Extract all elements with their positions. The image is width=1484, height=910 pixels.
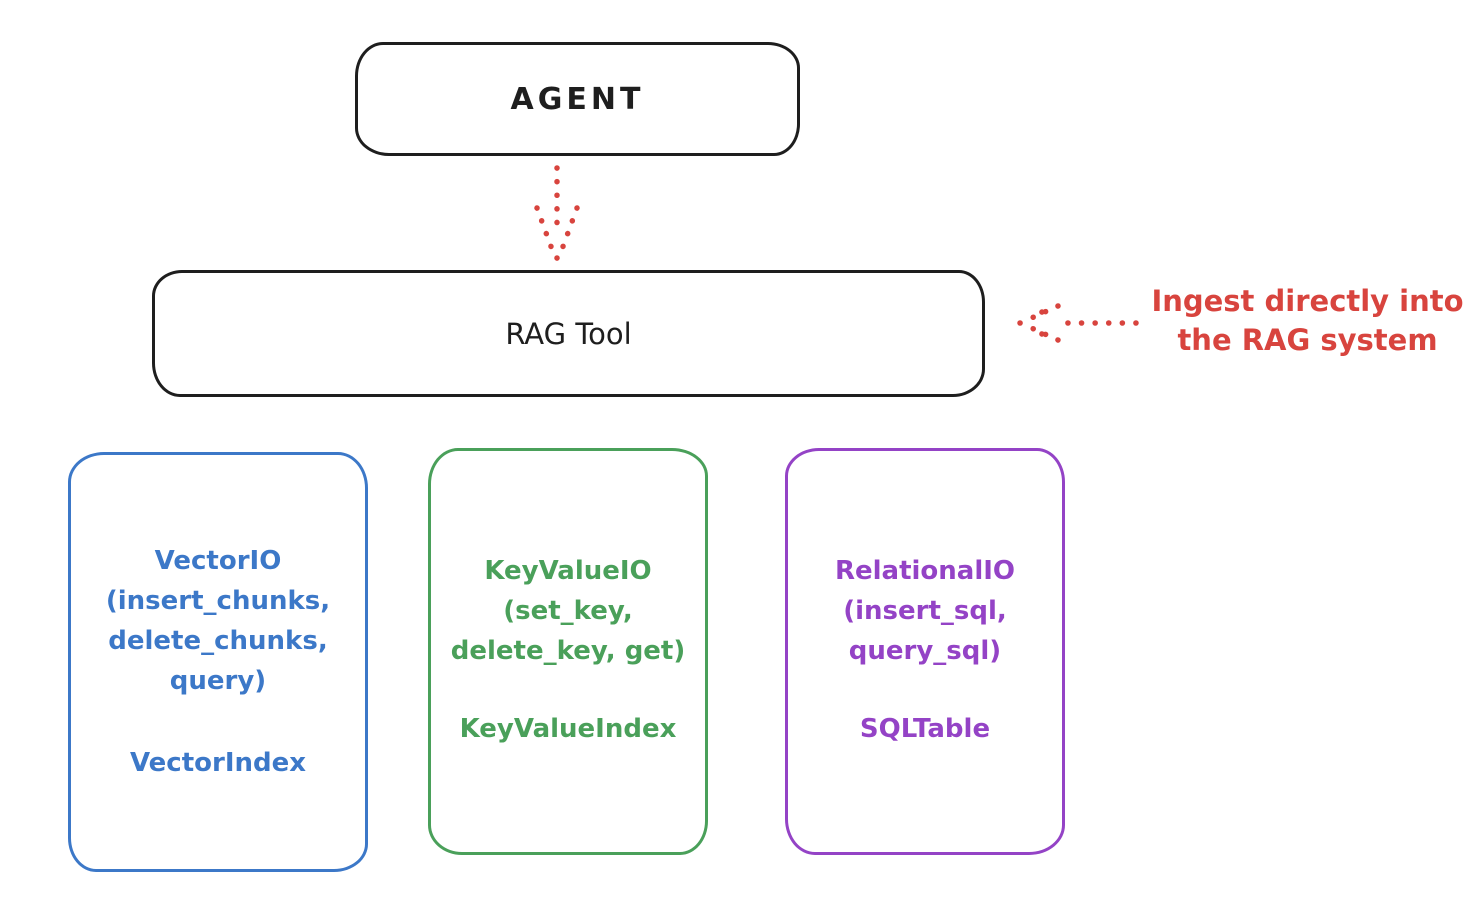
- relational-io-title: RelationalIO: [834, 556, 1016, 586]
- relational-io-methods-1: (insert_sql,: [843, 596, 1007, 626]
- rag-tool-label: RAG Tool: [505, 316, 632, 351]
- agent-node: AGENT: [355, 42, 800, 156]
- keyvalue-io-methods-1: (set_key,: [503, 596, 633, 626]
- vector-io-methods-2: delete_chunks,: [108, 626, 328, 656]
- keyvalue-io-title: KeyValueIO: [484, 556, 652, 586]
- keyvalue-index-label: KeyValueIndex: [459, 714, 677, 744]
- vector-io-methods-3: query): [169, 666, 267, 696]
- keyvalue-io-node: KeyValueIO (set_key, delete_key, get) Ke…: [428, 448, 708, 855]
- vector-io-title: VectorIO: [154, 546, 282, 576]
- vector-io-node: VectorIO (insert_chunks, delete_chunks, …: [68, 452, 368, 872]
- annotation-line-1: Ingest directly into: [1151, 284, 1464, 318]
- vector-io-methods-1: (insert_chunks,: [105, 586, 331, 616]
- agent-label: AGENT: [510, 81, 645, 117]
- relational-io-node: RelationalIO (insert_sql, query_sql) SQL…: [785, 448, 1065, 855]
- keyvalue-io-methods-2: delete_key, get): [450, 636, 686, 666]
- sql-table-label: SQLTable: [859, 714, 991, 744]
- rag-tool-node: RAG Tool: [152, 270, 985, 397]
- annotation-line-2: the RAG system: [1177, 323, 1438, 357]
- vector-index-label: VectorIndex: [129, 748, 307, 778]
- arrow-annotation-to-rag-icon: [1017, 303, 1139, 343]
- arrow-agent-to-rag-icon: [534, 165, 580, 262]
- annotation-ingest: Ingest directly into the RAG system: [1140, 282, 1475, 360]
- relational-io-methods-2: query_sql): [848, 636, 1002, 666]
